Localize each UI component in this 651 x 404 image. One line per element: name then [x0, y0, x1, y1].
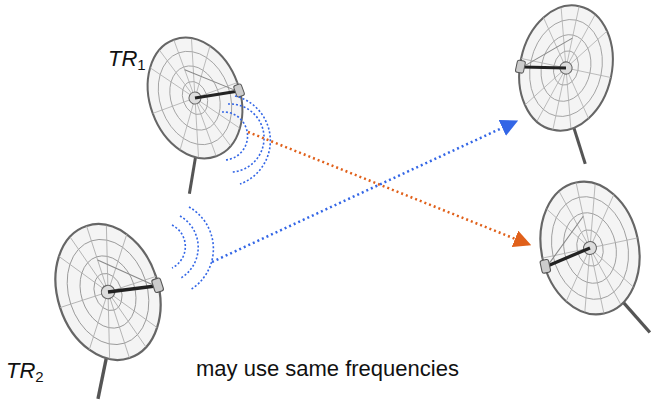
- dish-antenna: [525, 172, 651, 351]
- transmitter-label: TR1: [108, 46, 146, 74]
- label-main: TR: [6, 358, 35, 383]
- note-text: may use same frequencies: [196, 356, 459, 382]
- dish-antenna: [499, 0, 624, 165]
- signal-arrow: [212, 122, 515, 262]
- transmitter-label: TR2: [6, 358, 44, 386]
- label-subscript: 1: [137, 56, 145, 73]
- label-subscript: 2: [35, 368, 43, 385]
- label-main: TR: [108, 46, 137, 71]
- dish-antenna: [132, 23, 271, 196]
- radio-waves: [172, 96, 270, 290]
- dish-antenna: [39, 209, 190, 401]
